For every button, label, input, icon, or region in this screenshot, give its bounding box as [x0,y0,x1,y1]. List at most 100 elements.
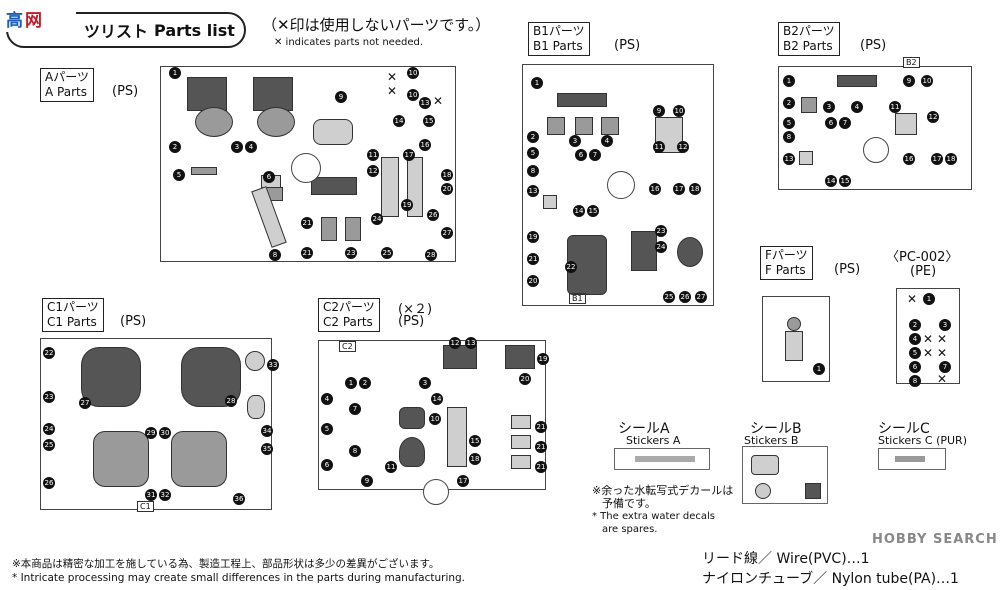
runner-b2: B2 1 2 3 4 5 6 7 8 9 10 11 12 13 14 15 1… [778,57,972,190]
sticker-a-print [635,456,695,462]
num-b1-2: 2 [527,131,539,143]
num-b1-24: 24 [655,241,667,253]
part-c1-33 [245,351,265,371]
runner-b2-gate [863,137,889,163]
runner-c1-label: C1パーツ C1 Parts [42,298,104,332]
num-pc-4: 4 [909,333,921,345]
part-c1-32 [171,431,227,487]
num-b2-6: 6 [825,117,837,129]
footer-note-jp: ※本商品は精密な加工を施している為、製造工程上、部品形状は多少の差異がございます… [12,558,440,570]
part-a-4b [257,107,295,137]
runner-f-label-en: F Parts [765,263,806,277]
num-c2-6: 6 [321,459,333,471]
num-c2-21b: 21 [535,441,547,453]
num-a-17: 17 [403,149,415,161]
num-b1-22: 22 [565,261,577,273]
num-c1-33: 33 [267,359,279,371]
num-a-19: 19 [401,199,413,211]
decal-note-jp-2: 予備です。 [602,497,656,510]
num-a-6: 6 [263,171,275,183]
num-c2-7: 7 [349,403,361,415]
num-c2-8: 8 [349,445,361,457]
num-c2-3: 3 [419,377,431,389]
sticker-b-logo [805,483,821,499]
num-b1-11: 11 [653,141,665,153]
runner-c2-tag: C2 [339,341,356,352]
runner-b1-material: (PS) [614,38,641,53]
decal-note-jp-1: ※余った水転写式デカールは [592,484,734,497]
part-b2-2 [801,97,817,113]
logo-char-2: 网 [25,10,42,31]
num-b2-3: 3 [823,101,835,113]
num-a-16: 16 [419,139,431,151]
num-a-18: 18 [441,169,453,181]
runner-b2-label-en: B2 Parts [783,39,833,53]
runner-b1-label-jp: B1パーツ [533,24,585,38]
num-a-4: 4 [245,141,257,153]
runner-f: 1 [762,296,830,382]
note-not-needed-jp: （✕印は使用しないパーツです。） [262,16,491,34]
decal-note-en-1: * The extra water decals [592,511,715,522]
runner-c1-label-en: C1 Parts [47,315,97,329]
sticker-b-circle [755,483,771,499]
sticker-b-sheet [742,446,828,504]
num-c1-25: 25 [43,439,55,451]
part-c2-21a [511,415,531,429]
num-c1-31: 31 [145,489,157,501]
num-a-26: 26 [427,209,439,221]
num-pc-5: 5 [909,347,921,359]
part-c1-31 [93,431,149,487]
runner-a-material: (PS) [112,84,139,99]
runner-c1: C1 22 23 24 25 26 27 28 29 30 31 32 33 3… [40,338,279,512]
runner-b1-tag: B1 [569,293,586,304]
runner-b2-material: (PS) [860,38,887,53]
num-a-12: 12 [367,165,379,177]
num-b1-8: 8 [527,165,539,177]
num-b2-11: 11 [889,101,901,113]
num-c2-5: 5 [321,423,333,435]
part-b1-2 [547,117,565,135]
part-c2-16 [447,407,467,467]
num-b1-5: 5 [527,147,539,159]
part-c2-19 [505,345,535,369]
runner-f-label: Fパーツ F Parts [760,246,813,280]
num-a-20: 20 [441,183,453,195]
x-mark-a-13: ✕ [433,94,444,108]
num-b1-20: 20 [527,275,539,287]
num-a-10b: 10 [407,89,419,101]
num-b2-1: 1 [783,75,795,87]
num-b2-18: 18 [945,153,957,165]
part-a-3 [187,77,227,111]
num-a-3: 3 [231,141,243,153]
part-b1-13 [543,195,557,209]
sticker-b-label-en: Stickers B [744,434,799,447]
num-c2-10: 10 [429,413,441,425]
num-c1-24: 24 [43,423,55,435]
num-c2-13: 13 [465,337,477,349]
num-a-25: 25 [381,247,393,259]
num-b1-18: 18 [689,183,701,195]
num-a-28: 28 [425,249,437,261]
runner-b2-label: B2パーツ B2 Parts [778,22,840,56]
runner-b1-label-en: B1 Parts [533,39,583,53]
num-b2-4: 4 [851,101,863,113]
tube-info: ナイロンチューブ／ Nylon tube(PA)…1 [702,571,959,587]
sticker-b-panel [751,455,779,475]
num-b1-4: 4 [601,135,613,147]
x-mark-pc-1: ✕ [907,292,918,306]
num-c1-34: 34 [261,425,273,437]
num-c1-32: 32 [159,489,171,501]
num-c2-20: 20 [519,373,531,385]
part-b1-25 [677,237,703,267]
part-b1-23 [631,231,657,271]
num-c2-18: 18 [469,453,481,465]
part-b1-4 [601,117,619,135]
decal-note: ※余った水転写式デカールは 予備です。 * The extra water de… [592,484,733,536]
num-b2-15: 15 [839,175,851,187]
num-b1-23: 23 [655,225,667,237]
num-a-10a: 10 [407,67,419,79]
num-pc-3: 3 [939,319,951,331]
num-pc-2: 2 [909,319,921,331]
part-a-22 [321,217,337,241]
num-b1-19: 19 [527,231,539,243]
